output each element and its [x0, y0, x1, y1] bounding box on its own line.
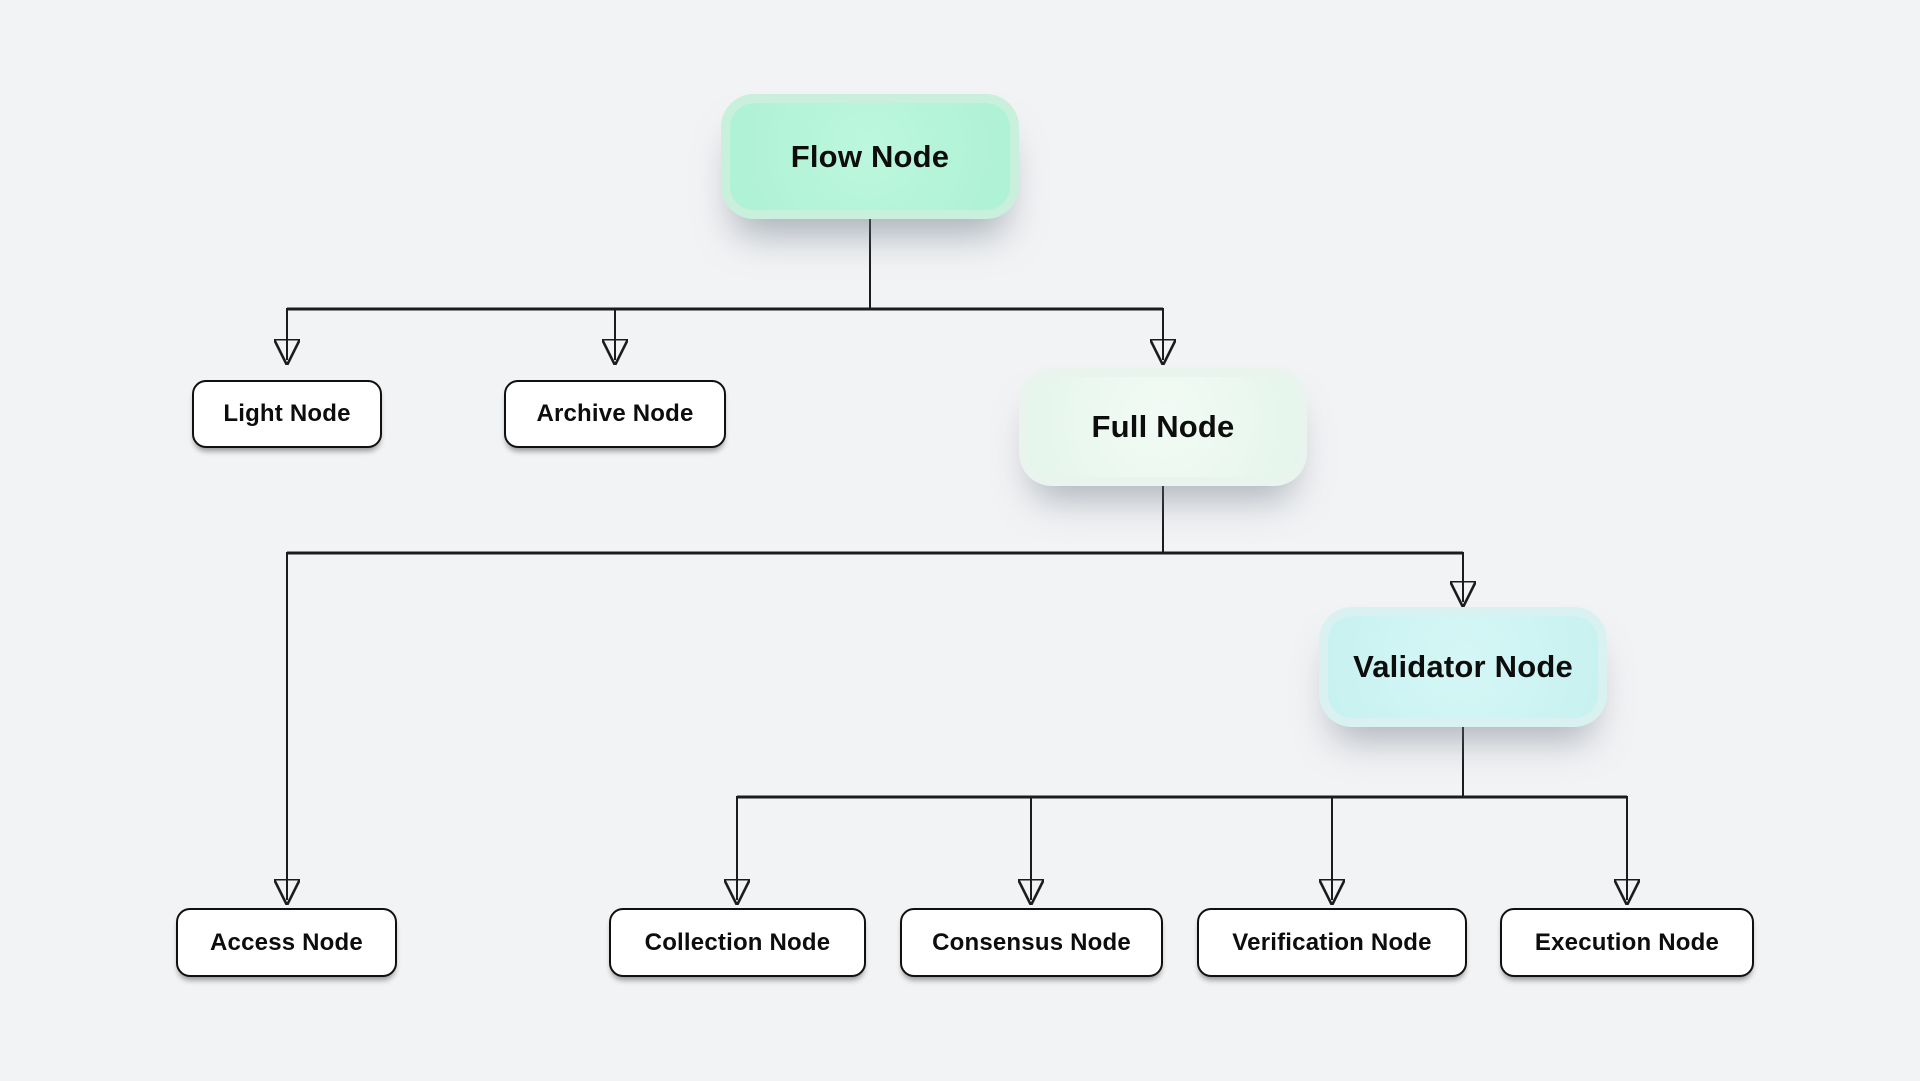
- node-archive-label: Archive Node: [536, 400, 694, 427]
- node-execution-label: Execution Node: [1534, 928, 1720, 956]
- node-light: Light Node: [192, 380, 382, 448]
- node-consensus: Consensus Node: [900, 908, 1163, 977]
- node-collection: Collection Node: [609, 908, 866, 977]
- node-validator: Validator Node: [1328, 616, 1598, 718]
- node-collection-label: Collection Node: [644, 928, 831, 956]
- node-validator-label: Validator Node: [1353, 649, 1573, 684]
- node-consensus-label: Consensus Node: [932, 928, 1131, 956]
- node-full-label: Full Node: [1091, 409, 1235, 444]
- node-flow-label: Flow Node: [790, 138, 950, 174]
- node-access: Access Node: [176, 908, 397, 977]
- node-flow: Flow Node: [730, 103, 1010, 210]
- node-execution: Execution Node: [1500, 908, 1754, 977]
- node-archive: Archive Node: [504, 380, 726, 448]
- node-full: Full Node: [1028, 377, 1298, 477]
- node-verification: Verification Node: [1197, 908, 1467, 977]
- node-access-label: Access Node: [210, 928, 363, 956]
- node-light-label: Light Node: [223, 400, 351, 427]
- node-verification-label: Verification Node: [1232, 928, 1432, 956]
